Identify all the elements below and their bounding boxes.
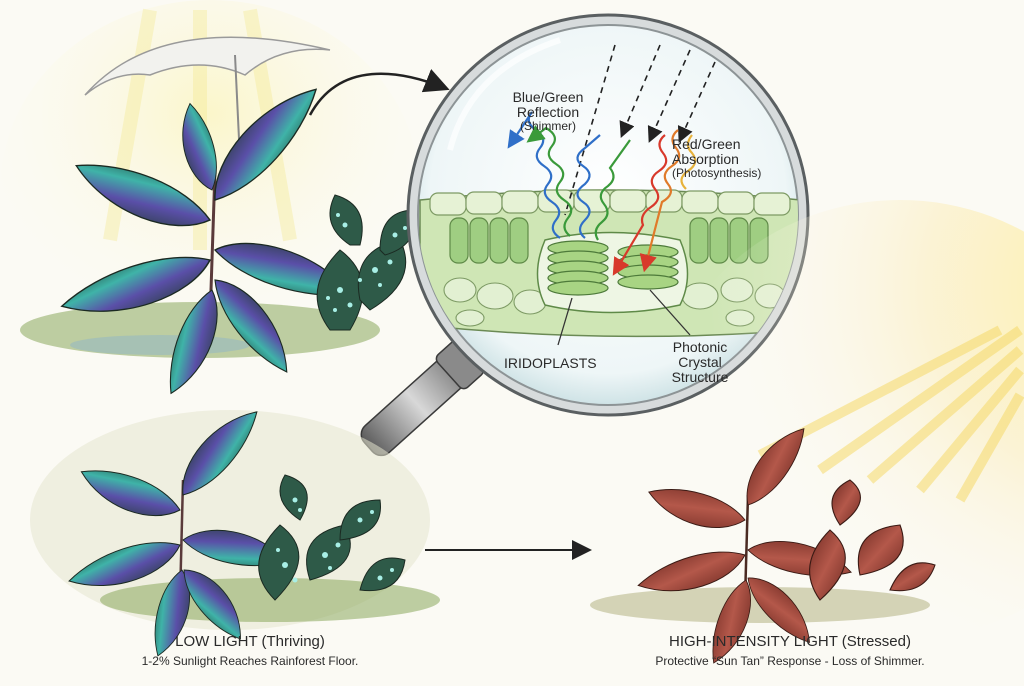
stressed-plant — [634, 421, 936, 669]
reflection-label: Blue/Green Reflection (Shimmer) — [500, 90, 596, 133]
reflection-line3: (Shimmer) — [520, 119, 576, 133]
speckled-begonia-bottom — [258, 474, 406, 601]
absorption-line3: (Photosynthesis) — [672, 166, 762, 180]
reflection-line2: Reflection — [516, 104, 580, 120]
photonic-crystal-label: Photonic Crystal Structure — [660, 340, 740, 385]
absorption-line2: Absorption — [672, 151, 739, 167]
low-light-title: LOW LIGHT (Thriving) — [175, 633, 325, 650]
iridescent-plant-large — [55, 77, 359, 400]
reflection-line1: Blue/Green — [512, 89, 584, 105]
high-light-scene — [590, 200, 1024, 669]
photonic-line3: Structure — [671, 369, 729, 385]
iridescent-plant-small — [64, 402, 291, 661]
absorption-line1: Red/Green — [672, 136, 741, 152]
high-light-subtitle: Protective “Sun Tan” Response - Loss of … — [655, 654, 925, 668]
photonic-line2: Crystal — [678, 354, 722, 370]
absorbed-waves — [612, 129, 697, 276]
incoming-light-rays — [564, 44, 716, 216]
iridoplast-stack-left — [547, 240, 609, 296]
absorption-label: Red/Green Absorption (Photosynthesis) — [672, 137, 790, 180]
iridoplasts-label: IRIDOPLASTS — [504, 355, 597, 371]
low-light-scene — [30, 402, 440, 661]
high-light-title: HIGH-INTENSITY LIGHT (Stressed) — [669, 633, 911, 650]
low-light-subtitle: 1-2% Sunlight Reaches Rainforest Floor. — [141, 654, 359, 668]
photonic-line1: Photonic — [672, 339, 728, 355]
top-left-scene — [0, 0, 420, 400]
zoom-arrow — [308, 68, 450, 116]
reflected-waves — [507, 111, 631, 241]
speckled-begonia-top — [316, 194, 417, 331]
